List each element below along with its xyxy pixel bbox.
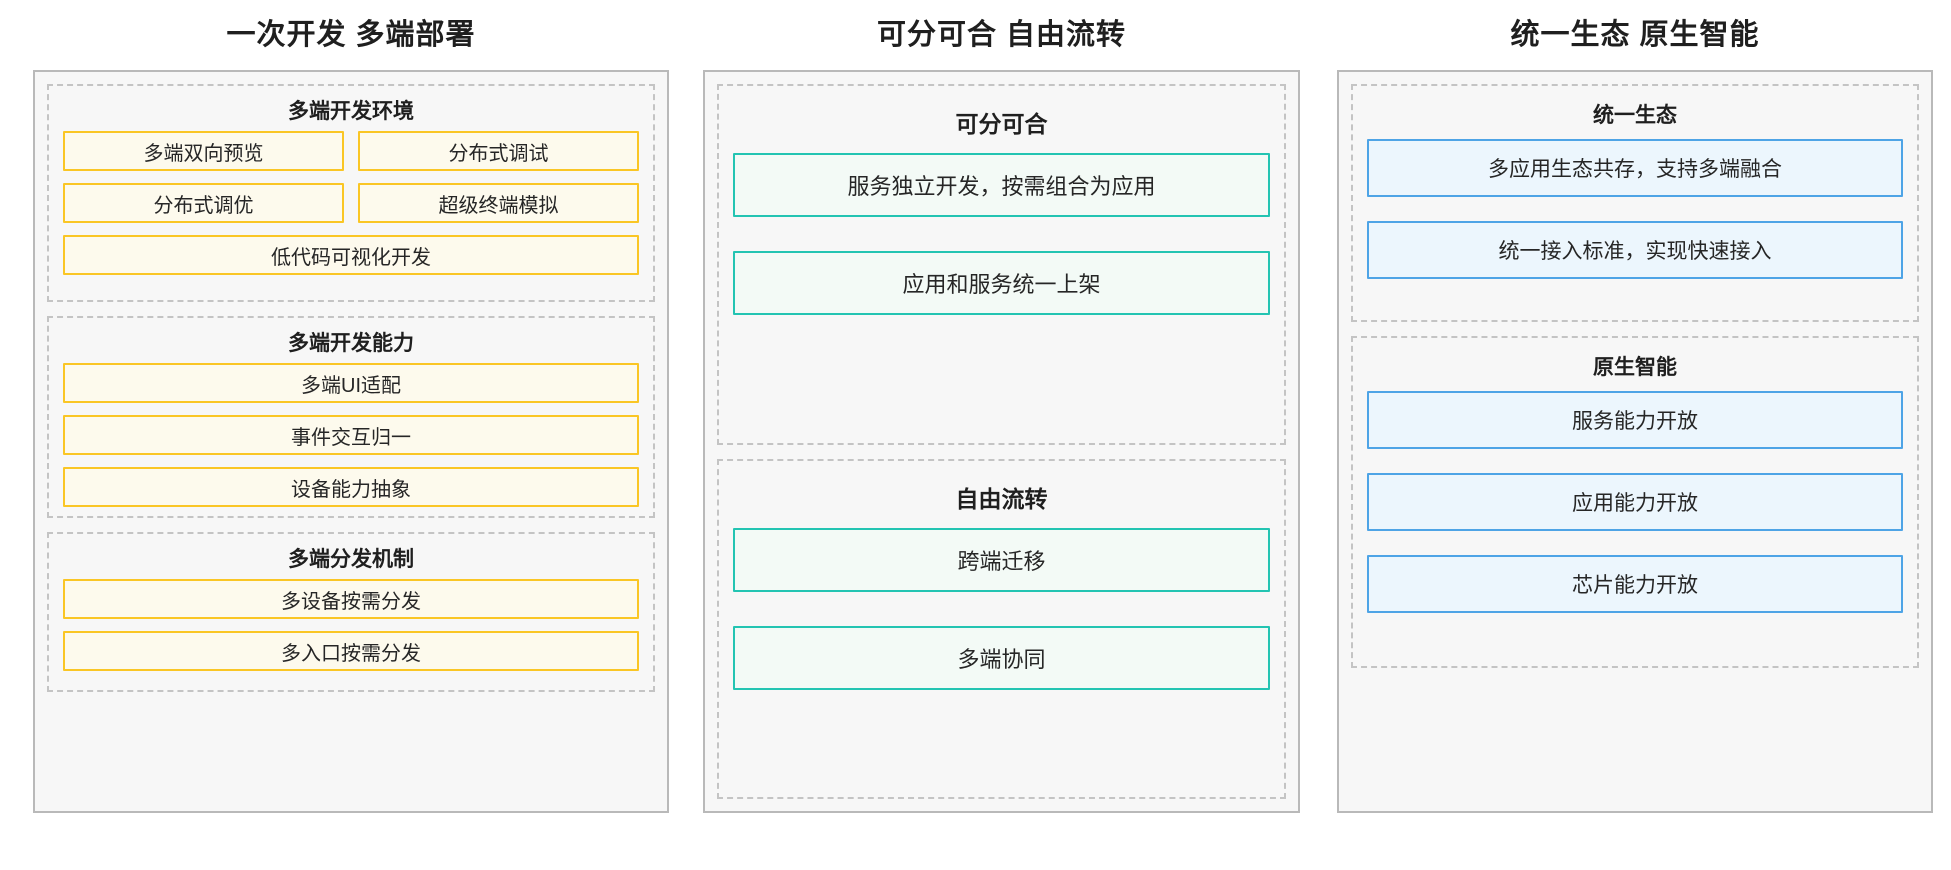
group-title: 统一生态 [1593, 104, 1677, 127]
group-body: 服务能力开放 应用能力开放 芯片能力开放 [1367, 391, 1903, 654]
group-native-intelligence: 原生智能 服务能力开放 应用能力开放 芯片能力开放 [1351, 336, 1919, 668]
group-title: 原生智能 [1593, 356, 1677, 379]
group-multi-device-distribution: 多端分发机制 多设备按需分发 多入口按需分发 [47, 532, 655, 692]
capability-chip[interactable]: 跨端迁移 [733, 528, 1270, 593]
capability-chip[interactable]: 多端协同 [733, 626, 1270, 691]
capability-chip[interactable]: 分布式调试 [358, 131, 639, 172]
column-title: 统一生态 原生智能 [1510, 19, 1760, 51]
group-title: 自由流转 [955, 485, 1048, 512]
panel-spacer [1351, 668, 1919, 799]
column-once-develop-multi-deploy: 一次开发 多端部署 多端开发环境 多端双向预览 分布式调试 分布式调优 超级终端… [33, 0, 669, 813]
column-unified-ecosystem-native-intelligence: 统一生态 原生智能 统一生态 多应用生态共存，支持多端融合 统一接入标准，实现快… [1337, 0, 1933, 813]
capability-chip[interactable]: 多入口按需分发 [63, 631, 639, 672]
capability-chip[interactable]: 多端UI适配 [63, 363, 639, 404]
group-title: 可分可合 [955, 111, 1048, 137]
capability-chip[interactable]: 服务独立开发，按需组合为应用 [733, 153, 1270, 218]
capability-chip[interactable]: 多端双向预览 [63, 131, 344, 172]
capability-chip[interactable]: 分布式调优 [63, 183, 344, 224]
group-multi-device-dev-environment: 多端开发环境 多端双向预览 分布式调试 分布式调优 超级终端模拟 低代码可视化开… [47, 84, 655, 302]
group-body: 多设备按需分发 多入口按需分发 [63, 579, 639, 678]
column-panel: 可分可合 服务独立开发，按需组合为应用 应用和服务统一上架 自由流转 跨端迁移 … [703, 70, 1300, 813]
group-multi-device-dev-capability: 多端开发能力 多端UI适配 事件交互归一 设备能力抽象 [47, 316, 655, 518]
group-title: 多端分发机制 [288, 548, 414, 571]
column-title: 一次开发 多端部署 [226, 19, 476, 51]
capability-chip[interactable]: 应用和服务统一上架 [733, 251, 1270, 316]
capability-chip[interactable]: 超级终端模拟 [358, 183, 639, 224]
column-title: 可分可合 自由流转 [876, 19, 1127, 51]
group-body: 多端UI适配 事件交互归一 设备能力抽象 [63, 363, 639, 508]
chip-row: 多端双向预览 分布式调试 [63, 131, 639, 172]
capability-chip[interactable]: 统一接入标准，实现快速接入 [1367, 221, 1903, 280]
capability-chip[interactable]: 低代码可视化开发 [63, 235, 639, 276]
capability-chip[interactable]: 服务能力开放 [1367, 391, 1903, 450]
column-panel: 多端开发环境 多端双向预览 分布式调试 分布式调优 超级终端模拟 低代码可视化开… [33, 70, 669, 813]
capability-chip[interactable]: 事件交互归一 [63, 415, 639, 456]
group-free-flow: 自由流转 跨端迁移 多端协同 [717, 458, 1286, 799]
group-splittable-mergeable: 可分可合 服务独立开发，按需组合为应用 应用和服务统一上架 [717, 84, 1286, 445]
capability-chip[interactable]: 多设备按需分发 [63, 579, 639, 620]
group-body: 多端双向预览 分布式调试 分布式调优 超级终端模拟 低代码可视化开发 [63, 131, 639, 288]
capability-chip[interactable]: 应用能力开放 [1367, 473, 1903, 532]
group-body: 多应用生态共存，支持多端融合 统一接入标准，实现快速接入 [1367, 139, 1903, 308]
group-unified-ecosystem: 统一生态 多应用生态共存，支持多端融合 统一接入标准，实现快速接入 [1351, 84, 1919, 322]
group-body: 跨端迁移 多端协同 [733, 528, 1270, 785]
group-body: 服务独立开发，按需组合为应用 应用和服务统一上架 [733, 153, 1270, 431]
capability-chip[interactable]: 芯片能力开放 [1367, 555, 1903, 614]
column-splittable-free-flow: 可分可合 自由流转 可分可合 服务独立开发，按需组合为应用 应用和服务统一上架 … [703, 0, 1300, 813]
column-panel: 统一生态 多应用生态共存，支持多端融合 统一接入标准，实现快速接入 原生智能 服… [1337, 70, 1933, 813]
group-title: 多端开发能力 [288, 332, 414, 355]
capability-chip[interactable]: 多应用生态共存，支持多端融合 [1367, 139, 1903, 198]
capability-chip[interactable]: 设备能力抽象 [63, 467, 639, 508]
chip-row: 分布式调优 超级终端模拟 [63, 183, 639, 224]
panel-spacer [47, 692, 655, 799]
group-title: 多端开发环境 [288, 100, 414, 123]
